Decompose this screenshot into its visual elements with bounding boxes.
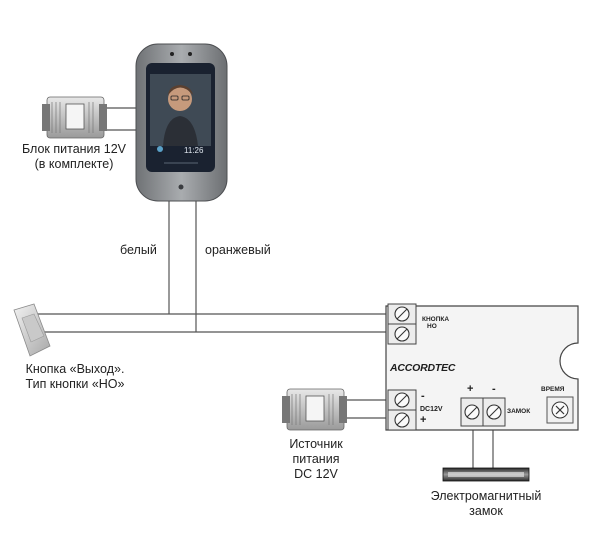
screw-icon [394, 306, 410, 322]
lock-label-line2: замок [469, 504, 503, 518]
screw-icon [464, 404, 480, 420]
time-knob-icon [546, 396, 574, 424]
wire-orange-label: оранжевый [205, 243, 271, 257]
terminal-screws [394, 306, 502, 428]
controller-brand-logo: ACCORDTEC [390, 362, 456, 374]
power-terminal-label: DC12V [420, 406, 443, 413]
face-terminal-icon [135, 43, 228, 202]
exit-button-label-line1: Кнопка «Выход». [25, 362, 125, 376]
lock-minus-sign: - [492, 383, 496, 395]
terminal-screen-time: 11:26 [184, 146, 204, 155]
time-label: ВРЕМЯ [541, 386, 565, 393]
terminal-button-label: КНОПКА НО [422, 316, 449, 330]
lock-label-line1: Электромагнитный [430, 489, 542, 503]
screw-icon [394, 326, 410, 342]
screw-icon [486, 404, 502, 420]
psu-bottom-label: Источник питания DC 12V [276, 437, 356, 482]
screw-icon [394, 392, 410, 408]
psu-top-label-line2: (в комплекте) [34, 157, 114, 171]
lock-label: Электромагнитный замок [418, 489, 554, 519]
power-supply-top-icon [42, 96, 107, 139]
psu-bottom-label-line1: Источник [289, 437, 343, 451]
wire-white-label: белый [120, 243, 157, 257]
terminal-button-label-line2: НО [427, 323, 437, 330]
psu-top-label: Блок питания 12V (в комплекте) [8, 142, 140, 172]
power-plus-sign: + [420, 414, 427, 426]
exit-button-label-line2: Тип кнопки «НО» [25, 377, 125, 391]
lock-terminal-label: ЗАМОК [507, 408, 531, 415]
psu-bottom-label-line2: питания [292, 452, 340, 466]
power-supply-bottom-icon [282, 388, 347, 431]
psu-bottom-label-line3: DC 12V [294, 467, 338, 481]
psu-top-label-line1: Блок питания 12V [21, 142, 127, 156]
magnetic-lock-icon [442, 467, 530, 482]
screw-icon [394, 412, 410, 428]
exit-button-icon [13, 303, 51, 357]
wires [30, 107, 494, 470]
lock-plus-sign: + [467, 383, 474, 395]
exit-button-label: Кнопка «Выход». Тип кнопки «НО» [2, 362, 148, 392]
terminal-button-label-line1: КНОПКА [422, 316, 450, 323]
power-minus-sign: - [421, 390, 425, 402]
